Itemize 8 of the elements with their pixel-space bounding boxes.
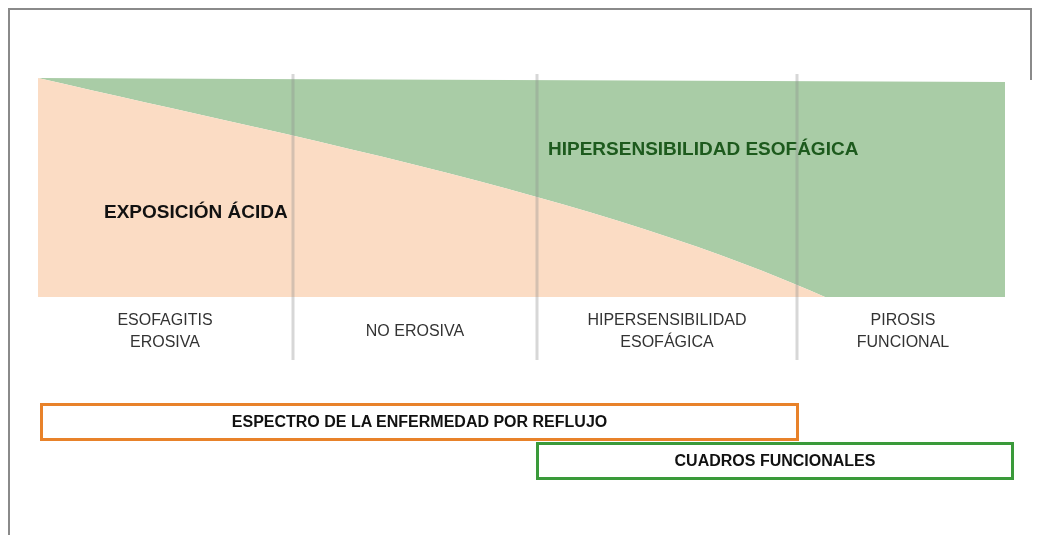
category-bar: ESPECTRO DE LA ENFERMEDAD POR REFLUJO: [40, 403, 799, 441]
category-bar: CUADROS FUNCIONALES: [536, 442, 1014, 480]
column-label: HIPERSENSIBILIDAD ESOFÁGICA: [586, 310, 748, 352]
column-label: NO EROSIVA: [364, 321, 466, 341]
area-label: HIPERSENSIBILIDAD ESOFÁGICA: [548, 138, 859, 160]
area-label: EXPOSICIÓN ÁCIDA: [104, 201, 288, 223]
column-label: PIROSIS FUNCIONAL: [855, 310, 951, 352]
column-label: ESOFAGITIS EROSIVA: [116, 310, 214, 352]
